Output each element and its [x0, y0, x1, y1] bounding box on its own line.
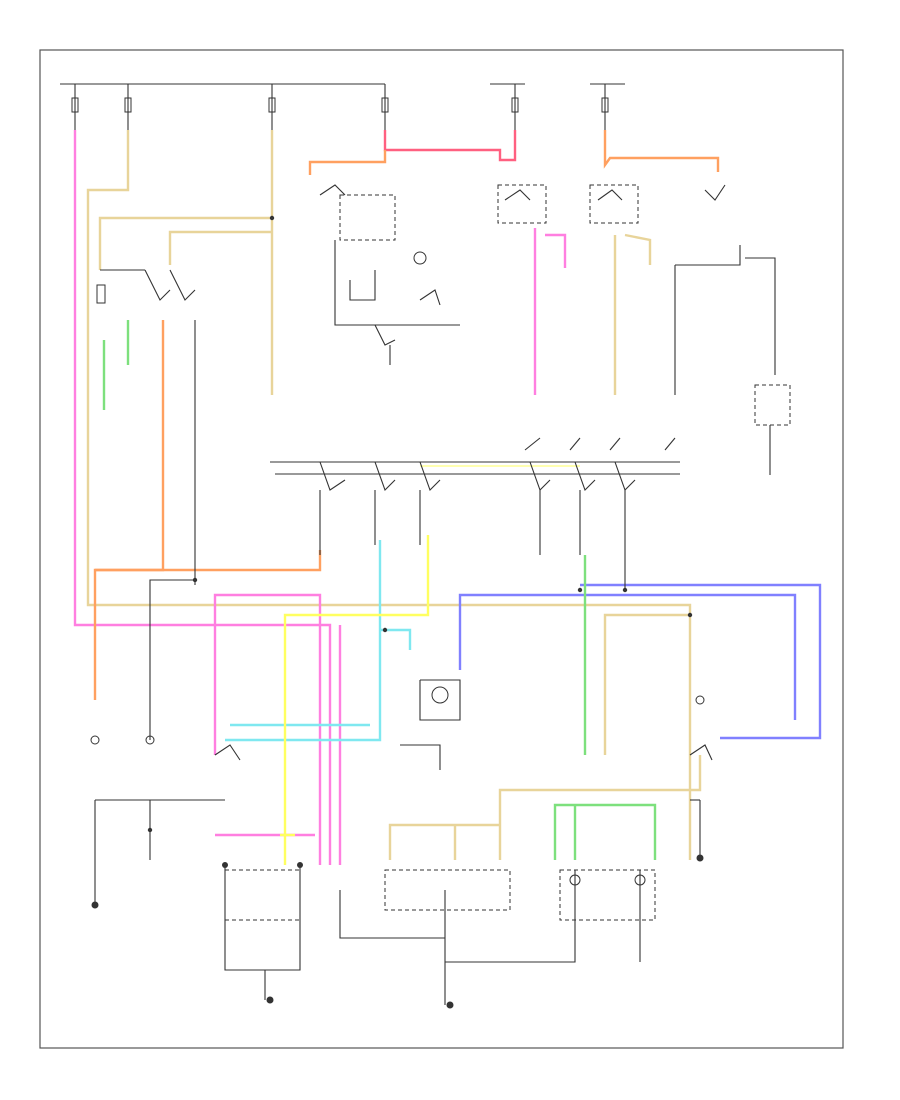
right-front-lamps — [689, 695, 713, 761]
diagram-border — [39, 49, 844, 1049]
wire-pink-left — [73, 130, 332, 865]
wire-yellow — [280, 535, 430, 865]
wire-orange-left — [93, 320, 322, 700]
wire-orange-top — [308, 130, 720, 175]
wire-green-left — [102, 320, 130, 410]
fuse-3 — [268, 84, 276, 130]
right-side-component — [754, 384, 791, 475]
license-lamp — [384, 679, 511, 911]
wire-blue — [458, 583, 822, 740]
fuse-5 — [511, 84, 519, 130]
ground-1 — [91, 860, 99, 909]
right-rear-lamps — [559, 869, 656, 921]
left-switch-cluster — [96, 269, 196, 304]
wire-tan-left — [86, 130, 692, 860]
left-rear-lamps — [222, 862, 303, 921]
wire-light-blue — [225, 540, 412, 742]
wire-green-right — [553, 555, 657, 860]
left-front-lamps — [90, 735, 241, 761]
ground-2 — [266, 996, 274, 1004]
wire-tan-right — [388, 233, 702, 860]
wire-tan-top — [98, 130, 274, 395]
fuse-1 — [71, 84, 79, 130]
dimmer-relay — [497, 184, 776, 395]
wire-red-top — [383, 130, 517, 162]
ground-3 — [446, 1001, 454, 1009]
headlamp-switch — [319, 184, 460, 365]
multifunction-switch — [270, 437, 680, 590]
junctions — [147, 215, 693, 833]
fuse-6 — [601, 84, 609, 130]
fuse-2 — [124, 84, 132, 130]
wire-gray-network — [94, 320, 701, 1005]
fuse-4 — [381, 84, 389, 130]
wire-pink-mid — [213, 228, 567, 865]
ground-4 — [696, 854, 704, 862]
